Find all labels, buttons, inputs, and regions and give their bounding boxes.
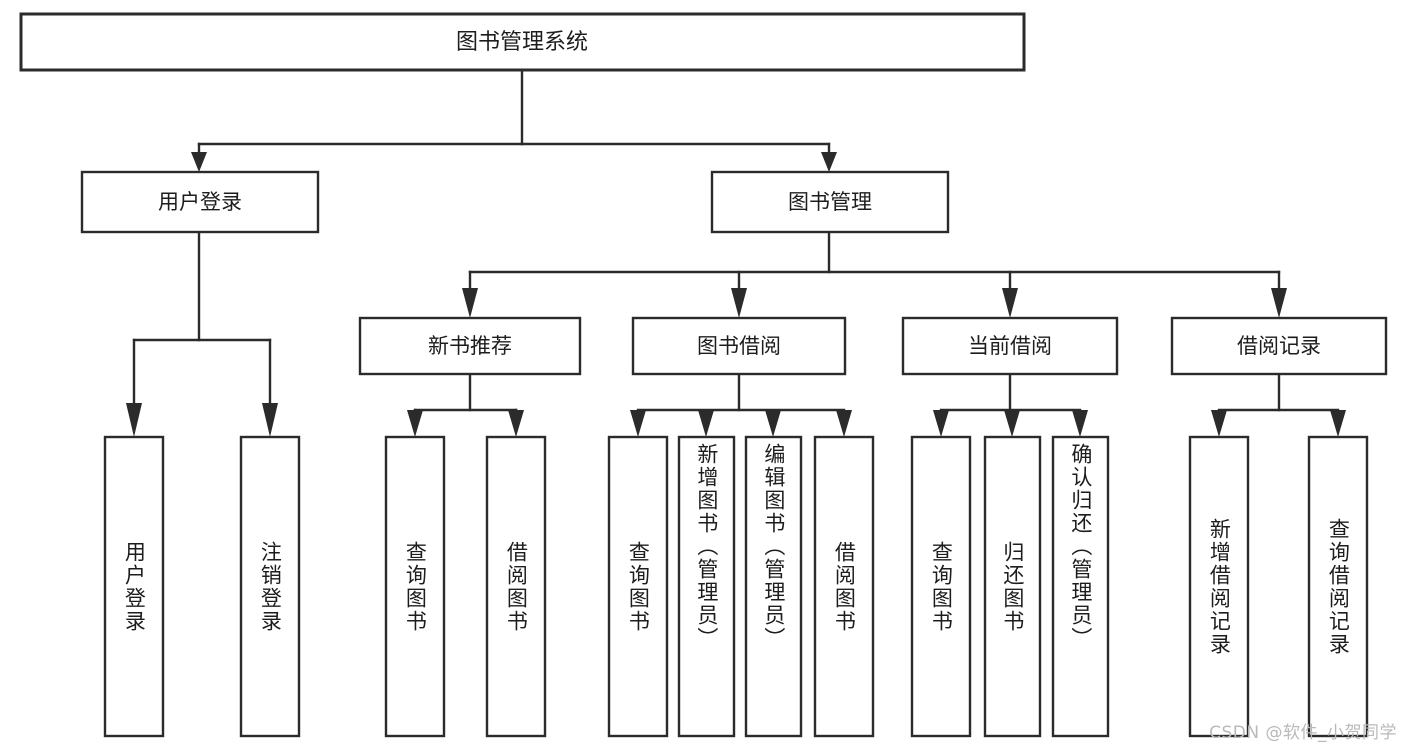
node-new-book-recommend[interactable]: 新书推荐 [358, 316, 582, 376]
arrow-new-book-recommend [462, 288, 478, 318]
arrow-leaf-logout [262, 403, 278, 437]
node-book-manage[interactable]: 图书管理 [710, 170, 950, 234]
node-leaf-user-login-rect[interactable] [103, 435, 165, 738]
node-borrow-record-label: 借阅记录 [1237, 334, 1321, 358]
node-borrow-record-rect[interactable] [1170, 316, 1388, 376]
arrow-leaf-user-login [126, 403, 142, 437]
arrow-leaf-query-book-3 [933, 410, 949, 437]
node-root[interactable]: 图书管理系统 [19, 12, 1026, 72]
arrow-leaf-confirm-return [1072, 410, 1088, 437]
node-new-book-recommend-rect[interactable] [358, 316, 582, 376]
watermark-text: CSDN @软件_小贺同学 [1209, 723, 1397, 743]
arrow-leaf-return-book [1004, 410, 1020, 437]
node-layer: 图书管理系统 用户登录 图书管理 新书推荐 图书借阅 当前 [19, 12, 1388, 738]
arrow-leaf-add-record [1211, 410, 1227, 437]
arrow-leaf-query-record [1330, 410, 1346, 437]
node-root-rect[interactable] [19, 12, 1026, 72]
node-new-book-recommend-label: 新书推荐 [428, 334, 512, 358]
node-leaf-query-book-1-rect[interactable] [384, 435, 446, 738]
arrow-leaf-borrow-book-1 [508, 410, 524, 437]
node-leaf-query-book-3-rect[interactable] [910, 435, 972, 738]
node-borrow-record[interactable]: 借阅记录 [1170, 316, 1388, 376]
node-book-borrow[interactable]: 图书借阅 [631, 316, 847, 376]
node-user-login[interactable]: 用户登录 [80, 170, 320, 234]
node-current-borrow-rect[interactable] [901, 316, 1119, 376]
arrow-borrow-record [1271, 288, 1287, 318]
node-leaf-add-book-rect[interactable] [677, 435, 736, 738]
node-leaf-confirm-return-rect[interactable] [1051, 435, 1110, 738]
node-book-borrow-label: 图书借阅 [697, 334, 781, 358]
connector-layer [126, 68, 1346, 437]
node-leaf-return-book-rect[interactable] [983, 435, 1042, 738]
node-book-borrow-rect[interactable] [631, 316, 847, 376]
node-leaf-borrow-book-1-rect[interactable] [485, 435, 547, 738]
arrow-current-borrow [1002, 288, 1018, 318]
node-leaf-query-record-rect[interactable] [1307, 435, 1369, 738]
node-leaf-query-book-2-rect[interactable] [607, 435, 669, 738]
arrow-book-borrow [731, 288, 747, 318]
node-leaf-edit-book-rect[interactable] [744, 435, 803, 738]
arrow-book-manage [821, 152, 837, 172]
node-book-manage-label: 图书管理 [788, 190, 872, 214]
node-root-label: 图书管理系统 [456, 30, 588, 55]
node-leaf-borrow-book-2-rect[interactable] [813, 435, 875, 738]
node-leaf-logout-rect[interactable] [239, 435, 301, 738]
arrow-leaf-edit-book [765, 410, 781, 437]
node-user-login-rect[interactable] [80, 170, 320, 234]
arrow-leaf-borrow-book-2 [836, 410, 852, 437]
node-book-manage-rect[interactable] [710, 170, 950, 234]
arrow-leaf-query-book-1 [407, 410, 423, 437]
arrow-leaf-query-book-2 [630, 410, 646, 437]
node-current-borrow[interactable]: 当前借阅 [901, 316, 1119, 376]
node-current-borrow-label: 当前借阅 [968, 334, 1052, 358]
arrow-leaf-add-book [698, 410, 714, 437]
arrow-user-login [191, 152, 207, 172]
node-leaf-add-record-rect[interactable] [1188, 435, 1250, 738]
node-user-login-label: 用户登录 [158, 190, 242, 214]
